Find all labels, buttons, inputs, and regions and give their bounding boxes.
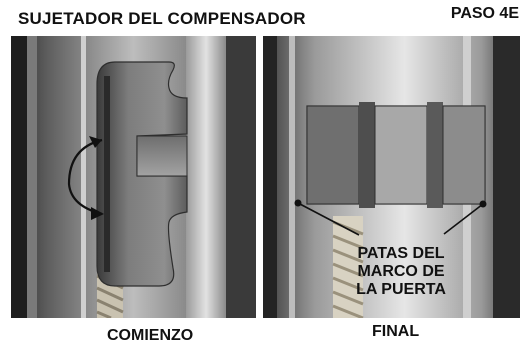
header-bar: SUJETADOR DEL COMPENSADOR PASO 4E — [0, 0, 527, 36]
start-illustration — [11, 36, 256, 318]
callout-line-2: MARCO DE — [357, 263, 445, 280]
panel-divider — [256, 36, 263, 318]
door-frame-legs-callout: PATAS DEL MARCO DE LA PUERTA — [333, 245, 469, 299]
callout-line-3: LA PUERTA — [356, 281, 446, 298]
curved-rotation-arrow-icon — [67, 136, 104, 220]
figure-title: SUJETADOR DEL COMPENSADOR — [18, 9, 306, 28]
callout-line-1: PATAS DEL — [357, 245, 445, 262]
step-label: PASO 4E — [450, 5, 519, 22]
start-label: COMIENZO — [107, 327, 194, 344]
end-panel — [263, 36, 520, 318]
start-panel — [11, 36, 256, 318]
end-label: FINAL — [372, 323, 420, 340]
callout-pointer — [294, 199, 487, 236]
cord — [332, 216, 364, 318]
end-illustration — [263, 36, 520, 318]
compensator-clip — [306, 102, 486, 208]
